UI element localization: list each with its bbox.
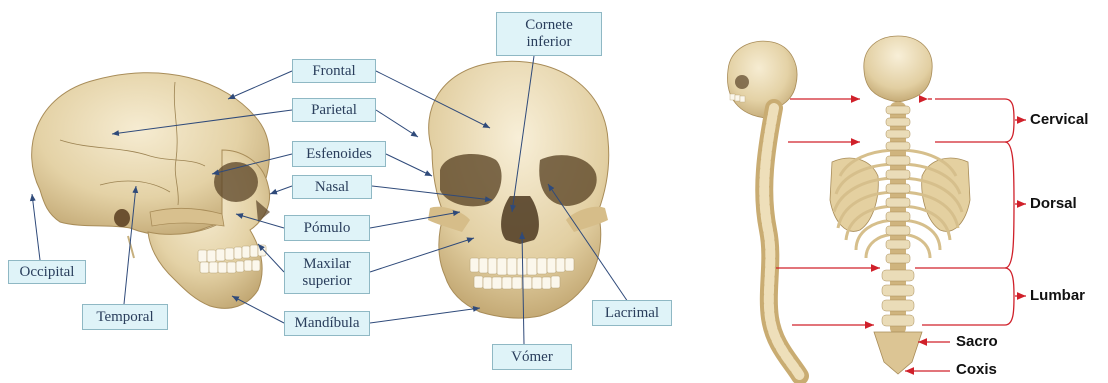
label-cornete-inferior: Cornete inferior — [496, 12, 602, 56]
frontal-skull — [428, 61, 609, 318]
label-parietal: Parietal — [292, 98, 376, 122]
label-frontal: Frontal — [292, 59, 376, 83]
label-lumbar: Lumbar — [1030, 287, 1085, 304]
label-temporal: Temporal — [82, 304, 168, 330]
label-dorsal: Dorsal — [1030, 195, 1077, 212]
label-esfenoides: Esfenoides — [292, 141, 386, 167]
label-maxilar-superior: Maxilar superior — [284, 252, 370, 294]
label-vomer: Vómer — [492, 344, 572, 370]
label-occipital: Occipital — [8, 260, 86, 284]
label-mandibula: Mandíbula — [284, 311, 370, 336]
spine-posterior — [830, 36, 970, 374]
label-nasal: Nasal — [292, 175, 372, 199]
label-cervical: Cervical — [1030, 111, 1088, 128]
spine-lateral — [727, 41, 800, 376]
label-lacrimal: Lacrimal — [592, 300, 672, 326]
label-pomulo: Pómulo — [284, 215, 370, 241]
label-sacro: Sacro — [956, 333, 998, 350]
label-coxis: Coxis — [956, 361, 997, 378]
